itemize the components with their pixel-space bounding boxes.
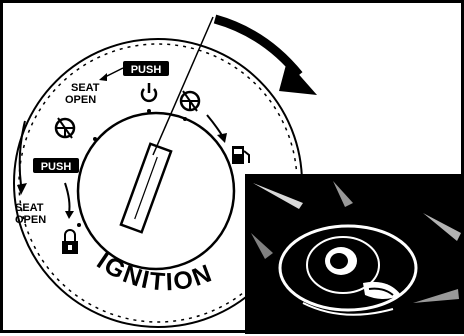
svg-text:PUSH: PUSH bbox=[131, 64, 162, 76]
inset-photo bbox=[246, 175, 464, 333]
seat-open-label-left: SEAT OPEN bbox=[15, 202, 47, 226]
push-label-top: PUSH bbox=[123, 61, 169, 76]
push-label-left: PUSH bbox=[33, 158, 79, 173]
svg-text:PUSH: PUSH bbox=[41, 161, 72, 173]
dot-marker-left bbox=[93, 137, 97, 141]
dot-marker bbox=[183, 117, 187, 121]
dot-marker-bottom bbox=[77, 223, 81, 227]
ignition-diagram: PUSH SEAT OPEN PUSH bbox=[3, 3, 464, 336]
